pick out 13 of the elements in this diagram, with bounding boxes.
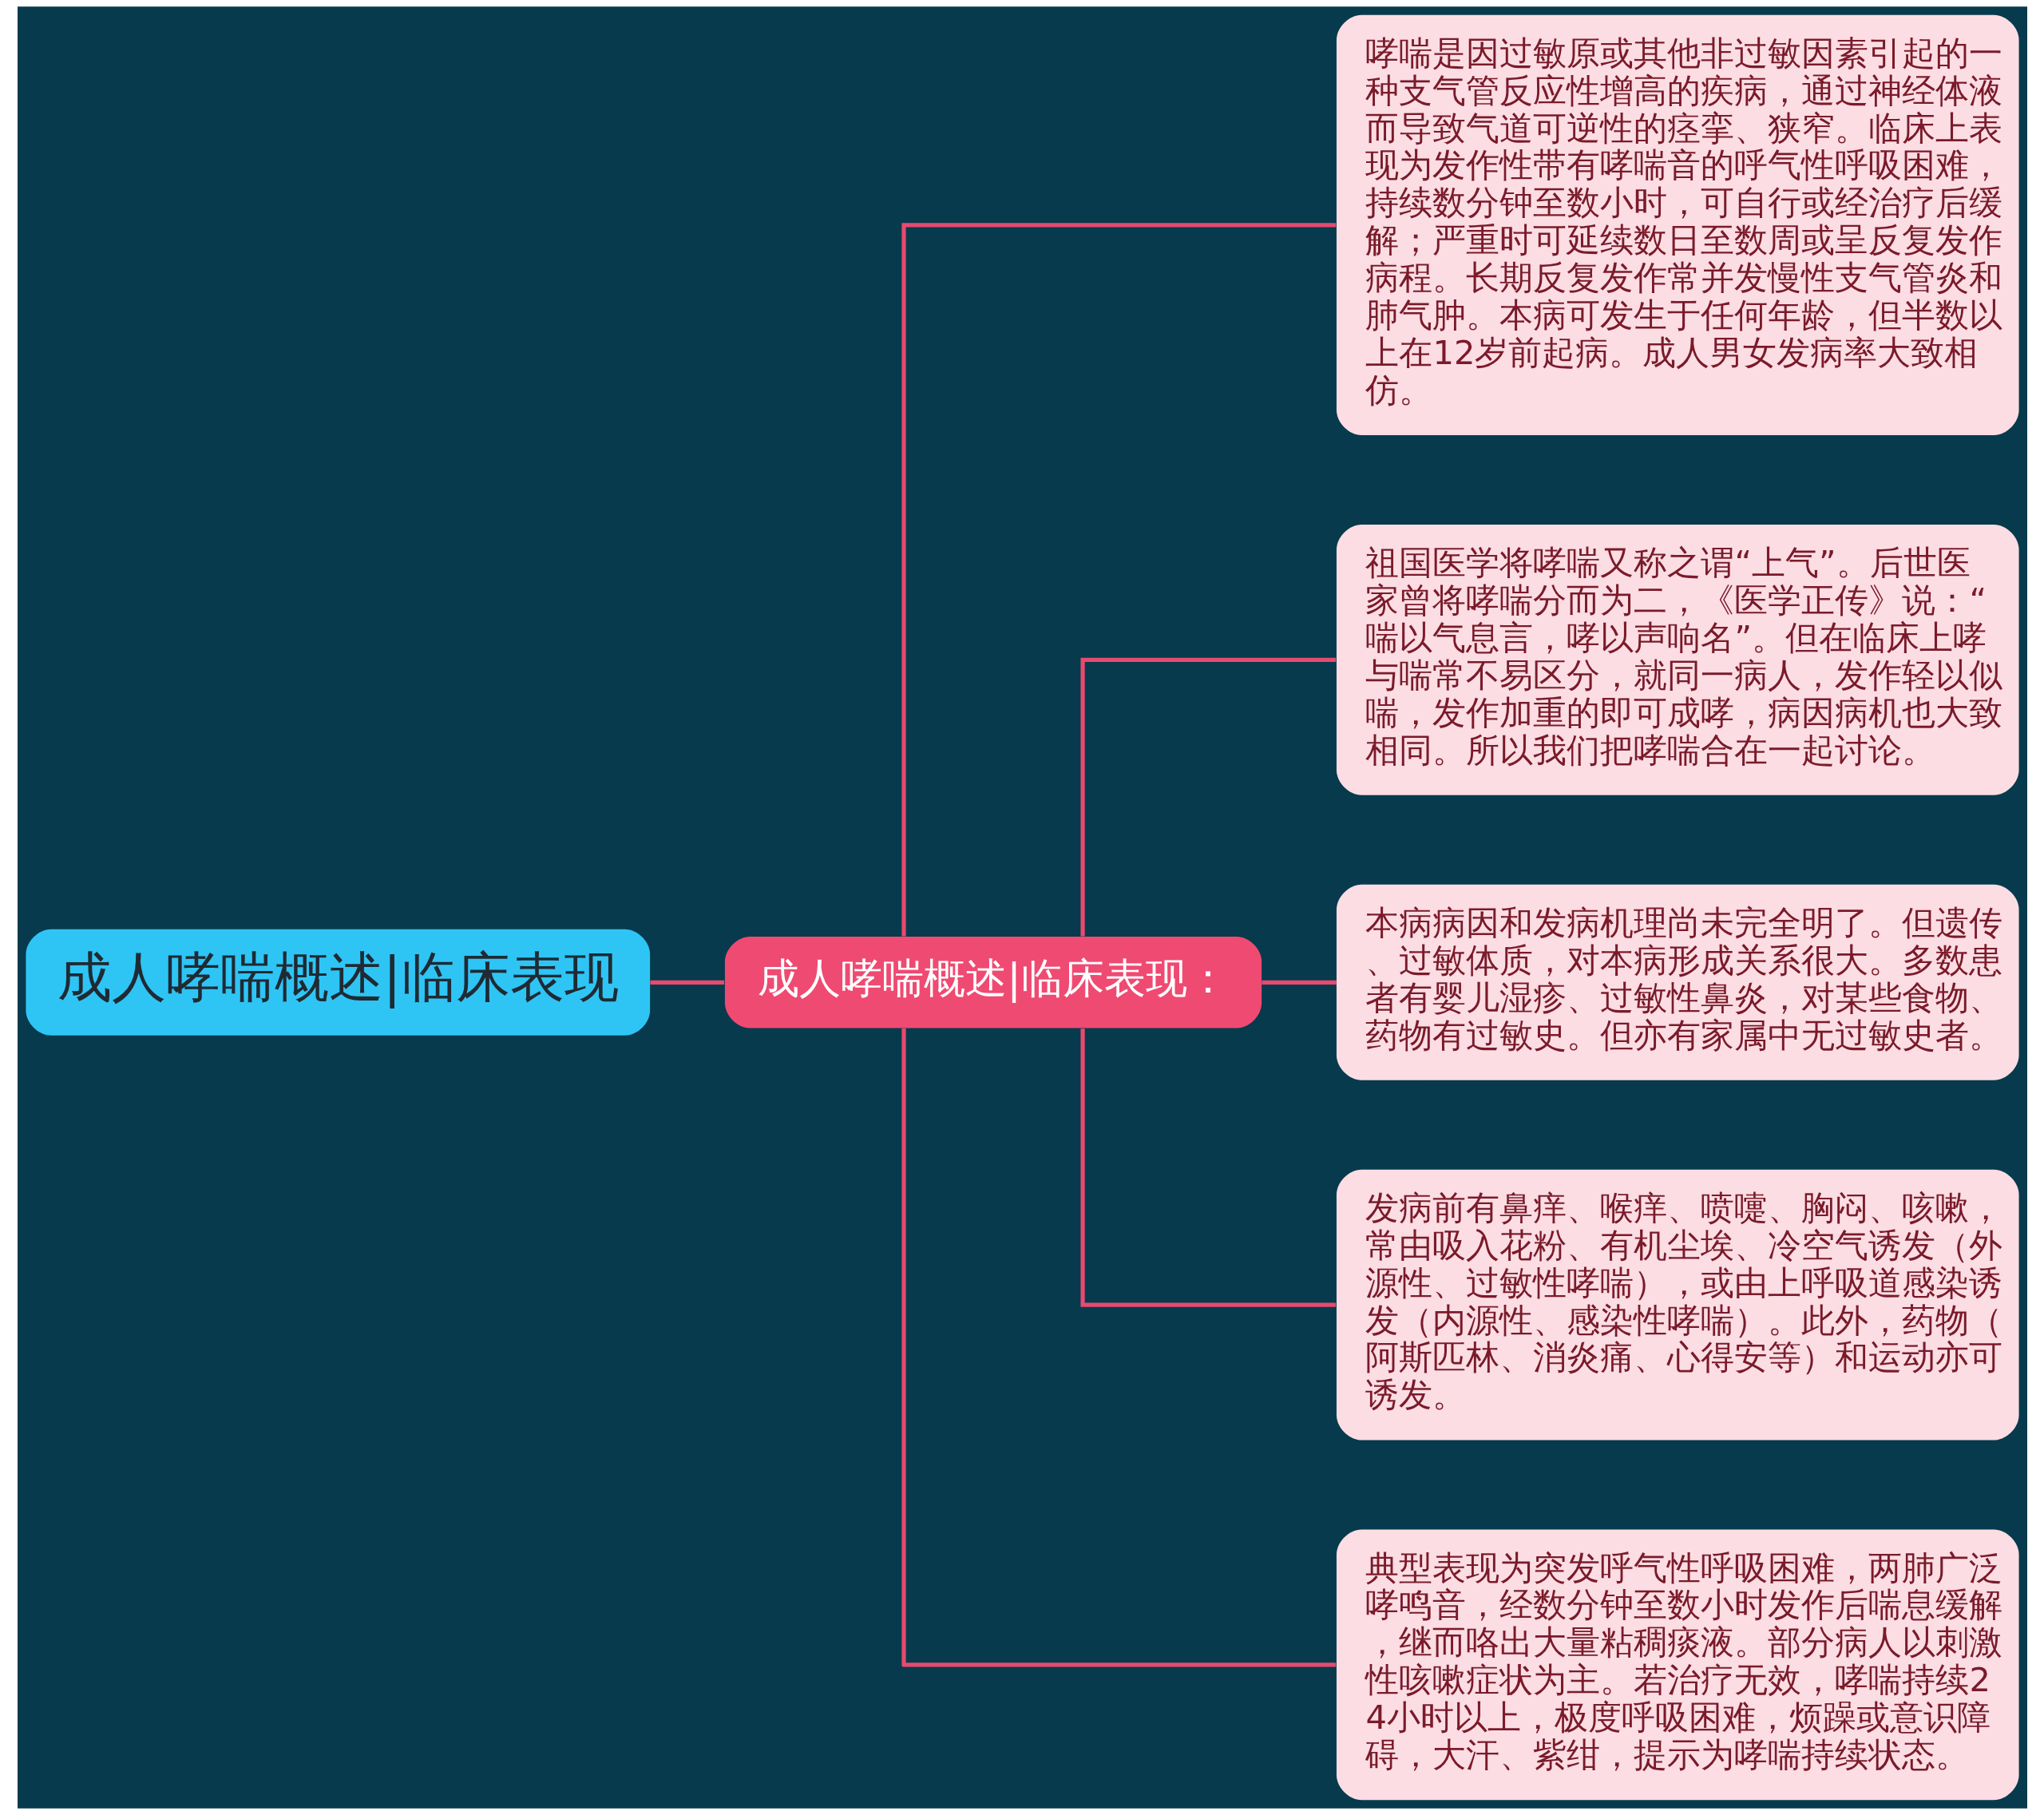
connector bbox=[1079, 657, 1336, 937]
node-box: 哮喘是因过敏原或其他非过敏因素引起的一种支气管反应性增高的疾病，通过神经体液而导致气道可逆性的痉挛、狭窄。临床上表现为发作性带有哮喘音的呼气性呼吸困难，持续数分钟至数小时，可自行或经治疗后缓解；严重时可延续数日至数周或呈反复发作病程。长期反复发作常并发慢性支气管炎和肺气肿。本病可发生于任何年龄，但半数以上在12岁前起病。成人男女发病率大致相仿。 bbox=[1336, 14, 2019, 436]
node-box: 祖国医学将哮喘又称之谓“上气”。后世医家曾将哮喘分而为二，《医学正传》说：“喘以气息言，哮以声响名”。但在临床上哮与喘常不易区分，就同一病人，发作轻以似喘，发作加重的即可成哮，病因病机也大致相同。所以我们把哮喘合在一起讨论。 bbox=[1336, 525, 2019, 795]
node-box: 发病前有鼻痒、喉痒、喷嚏、胸闷、咳嗽，常由吸入花粉、有机尘埃、冷空气诱发（外源性、过敏性哮喘），或由上呼吸道感染诱发（内源性、感染性哮喘）。此外，药物（阿斯匹林、消炎痛、心得安等）和运动亦可诱发。 bbox=[1336, 1169, 2019, 1441]
connector bbox=[901, 223, 1336, 937]
connector bbox=[1261, 980, 1337, 985]
connector bbox=[1079, 1028, 1336, 1307]
node-box: 本病病因和发病机理尚未完全明了。但遗传、过敏体质，对本病形成关系很大。多数患者有婴儿湿疹、过敏性鼻炎，对某些食物、药物有过敏史。但亦有家属中无过敏史者。 bbox=[1336, 884, 2019, 1080]
connector bbox=[649, 980, 724, 985]
node-box: 典型表现为突发呼气性呼吸困难，两肺广泛哮鸣音，经数分钟至数小时发作后喘息缓解，继而咯出大量粘稠痰液。部分病人以刺激性咳嗽症状为主。若治疗无效，哮喘持续24小时以上，极度呼吸困难，烦躁或意识障碍，大汗、紫绀，提示为哮喘持续状态。 bbox=[1336, 1529, 2019, 1801]
node-box: 成人哮喘概述|临床表现 bbox=[25, 929, 650, 1036]
node-box: 成人哮喘概述|临床表现： bbox=[724, 937, 1262, 1028]
connector bbox=[901, 1028, 1336, 1667]
